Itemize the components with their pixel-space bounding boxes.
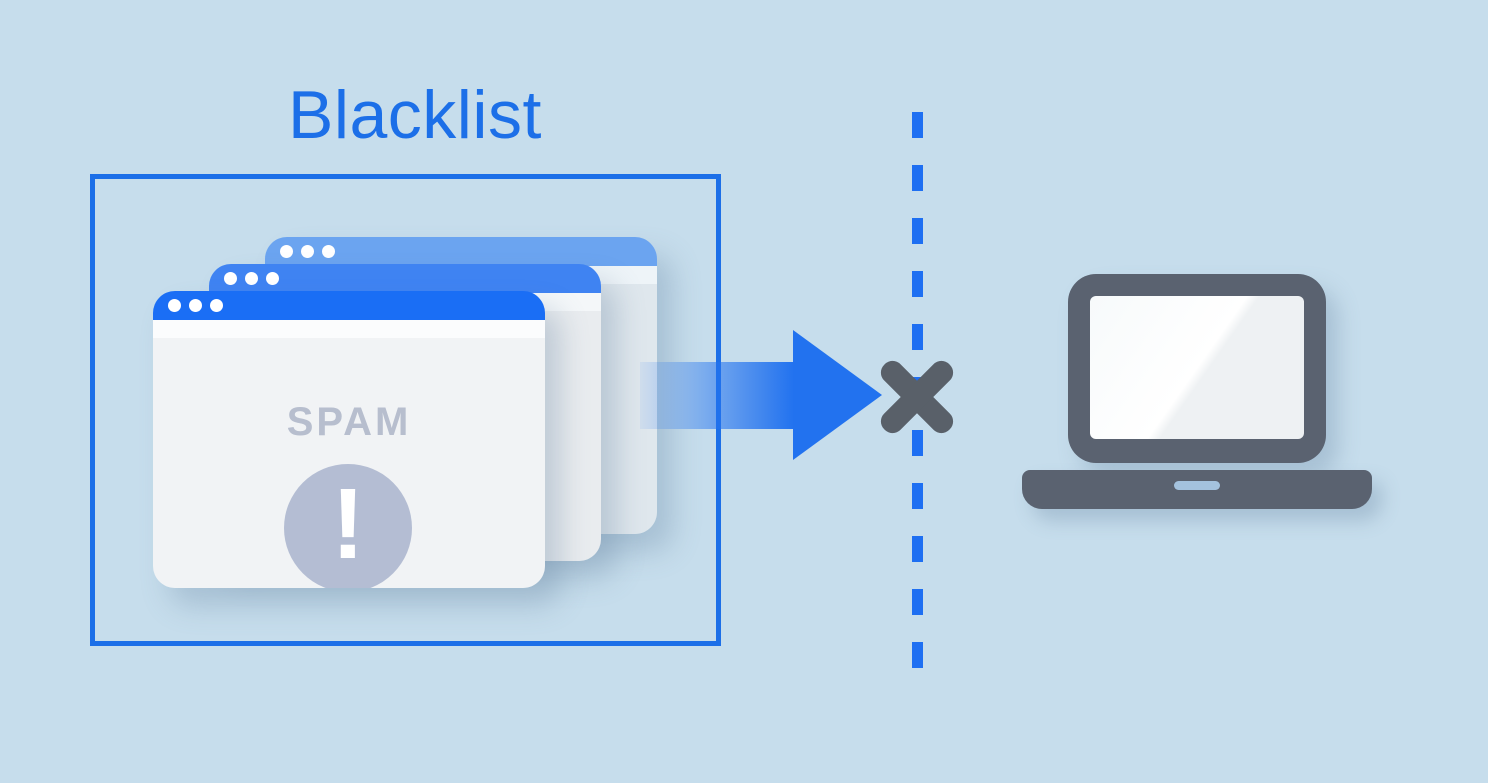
laptop-icon — [1068, 274, 1326, 463]
window-control-dots — [224, 272, 237, 285]
laptop-base — [1022, 470, 1372, 509]
blacklist-title: Blacklist — [288, 77, 542, 153]
arrow-right-icon — [640, 362, 794, 429]
window-control-dots — [189, 299, 202, 312]
window-control-dots — [266, 272, 279, 285]
browser-titlebar — [153, 291, 545, 320]
window-control-dots — [210, 299, 223, 312]
browser-window-body: SPAM ! — [153, 338, 545, 588]
exclamation-glyph: ! — [331, 468, 365, 580]
laptop-screen-display — [1090, 296, 1304, 439]
browser-titlebar — [209, 264, 601, 293]
window-control-dots — [168, 299, 181, 312]
warning-icon: ! — [284, 464, 412, 588]
browser-titlebar — [265, 237, 657, 266]
block-x-icon — [876, 356, 958, 438]
window-control-dots — [245, 272, 258, 285]
laptop-trackpad-notch — [1174, 481, 1220, 490]
titlebar-highlight — [153, 320, 545, 338]
window-control-dots — [280, 245, 293, 258]
window-control-dots — [322, 245, 335, 258]
window-control-dots — [301, 245, 314, 258]
spam-label: SPAM — [286, 400, 412, 444]
arrow-right-head-icon — [793, 330, 882, 460]
browser-window-spam: SPAM ! — [153, 291, 545, 588]
